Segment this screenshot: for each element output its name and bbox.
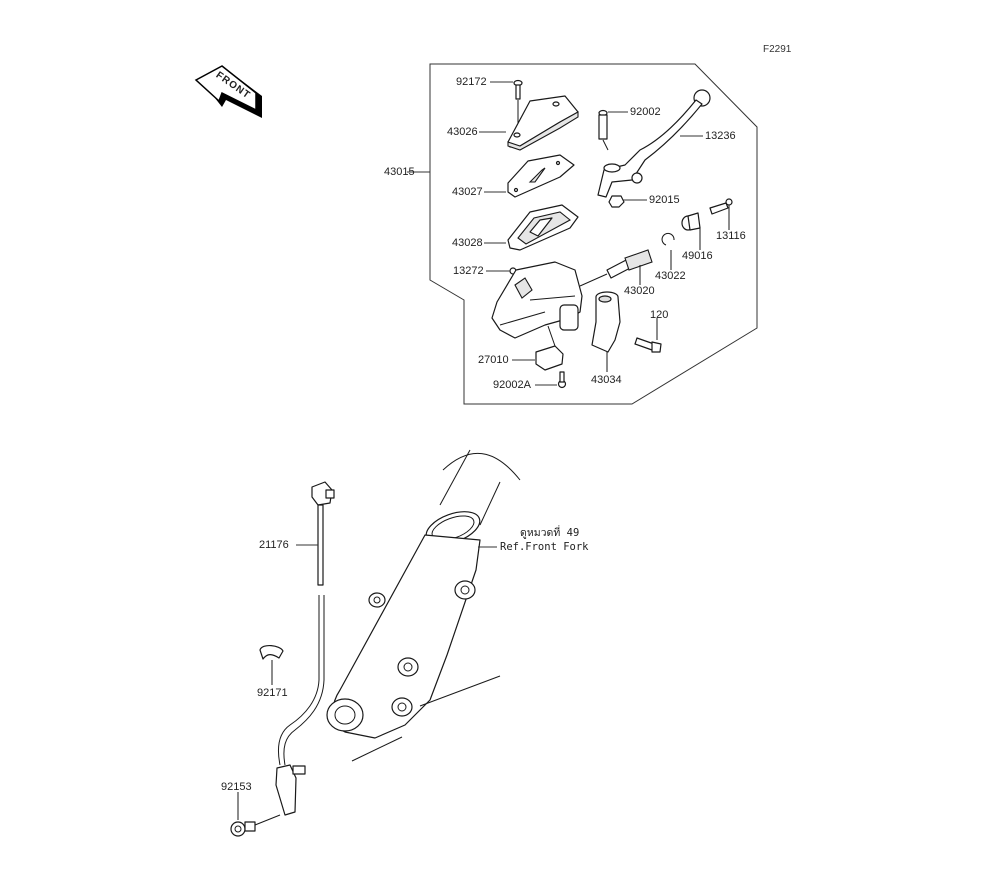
part-21176[interactable] [275,481,335,816]
reference-thai: ดูหมวดที่ 49 [520,527,580,539]
label-13236[interactable]: 13236 [705,130,736,142]
label-92172[interactable]: 92172 [456,76,487,88]
part-43022[interactable] [661,232,675,270]
part-92002[interactable] [598,109,609,151]
label-13272[interactable]: 13272 [453,265,484,277]
diagram-code: F2291 [763,44,792,55]
label-120[interactable]: 120 [650,309,669,321]
label-92002[interactable]: 92002 [630,106,661,118]
part-27010[interactable] [535,325,564,371]
part-13236[interactable] [597,89,711,198]
label-43034[interactable]: 43034 [591,374,622,386]
part-49016[interactable] [681,212,701,250]
front-arrow-icon [194,65,262,118]
label-13116[interactable]: 13116 [716,230,746,242]
label-92002A[interactable]: 92002A [493,379,531,391]
reference-front-fork[interactable]: Ref.Front Fork [500,541,589,553]
label-92153[interactable]: 92153 [221,781,252,793]
label-21176[interactable]: 21176 [259,539,289,551]
part-92153[interactable] [230,792,281,837]
front-fork [326,449,521,762]
label-49016[interactable]: 49016 [682,250,713,262]
label-92171[interactable]: 92171 [257,687,288,699]
label-43015[interactable]: 43015 [384,166,415,178]
part-92171[interactable] [259,645,284,685]
label-43022[interactable]: 43022 [655,270,686,282]
part-43027[interactable] [507,154,575,198]
label-27010[interactable]: 27010 [478,354,509,366]
assembly-frame [429,63,758,405]
label-43020[interactable]: 43020 [624,285,655,297]
label-43028[interactable]: 43028 [452,237,483,249]
part-43028[interactable] [507,204,579,251]
part-120[interactable] [634,318,662,353]
part-43034[interactable] [591,291,621,372]
label-43026[interactable]: 43026 [447,126,478,138]
part-92172[interactable] [513,79,523,136]
part-43020[interactable] [579,249,653,287]
part-92002A[interactable] [557,371,567,389]
part-13116[interactable] [709,198,733,230]
part-92015[interactable] [608,195,625,208]
label-43027[interactable]: 43027 [452,186,483,198]
part-43026[interactable] [507,95,579,151]
master-cylinder-body [491,261,583,339]
label-92015[interactable]: 92015 [649,194,680,206]
